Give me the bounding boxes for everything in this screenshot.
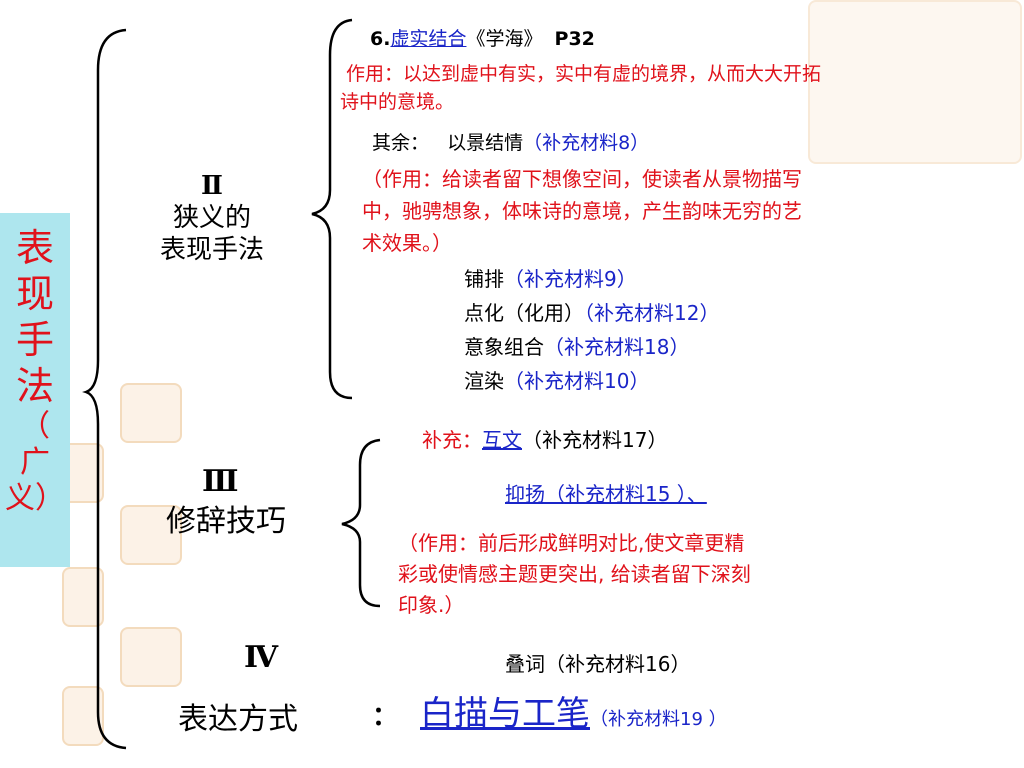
effect3-text: （作用：前后形成鲜明对比,使文章更精 彩或使情感主题更突出, 给读者留下深刻 印… bbox=[398, 528, 751, 621]
title-char: 表 bbox=[15, 226, 54, 270]
yiyang-link[interactable]: 抑扬（补充材料15 ）、 bbox=[505, 482, 707, 506]
effect1-line2: 诗中的意境。 bbox=[340, 91, 455, 113]
section2-line1: 狭义的 bbox=[172, 203, 251, 233]
effect3-line1: （作用：前后形成鲜明对比,使文章更精 bbox=[398, 531, 745, 555]
others-line: 其余： 以景结情（补充材料8） bbox=[372, 128, 649, 155]
xushi-link[interactable]: 虚实结合 bbox=[390, 28, 467, 50]
section2-numeral: Ⅱ bbox=[201, 171, 223, 201]
item6-number: 6. bbox=[370, 28, 391, 50]
list-item: 意象组合（补充材料18） bbox=[464, 335, 690, 359]
section3-title: 修辞技巧 bbox=[166, 504, 286, 539]
list-item: 铺排（补充材料9） bbox=[464, 267, 637, 291]
section4-title: 表达方式 bbox=[178, 702, 298, 737]
title-char: 广 bbox=[20, 445, 50, 480]
effect2-line2: 中，驰骋想象，体味诗的意境，产生韵味无穷的艺 bbox=[362, 199, 802, 223]
supplement-line: 补充：互文（补充材料17） bbox=[422, 424, 667, 453]
effect2-text: （作用：给读者留下想像空间，使读者从景物描写 中，驰骋想象，体味诗的意境，产生韵… bbox=[362, 163, 802, 259]
title-char: 现 bbox=[15, 272, 54, 316]
effect2-line3: 术效果。） bbox=[362, 231, 452, 255]
list-item: 点化（化用）（补充材料12） bbox=[464, 301, 720, 325]
baimiao-ref: （补充材料19 ） bbox=[590, 709, 727, 730]
section2-line2: 表现手法 bbox=[159, 235, 264, 265]
supplement-prefix: 补充： bbox=[422, 428, 482, 452]
technique-list: 铺排（补充材料9） 点化（化用）（补充材料12） 意象组合（补充材料18） 渲染… bbox=[464, 262, 719, 398]
item6-book: 《学海》 bbox=[466, 28, 543, 50]
list-item: 渲染（补充材料10） bbox=[464, 369, 650, 393]
others-ref: （补充材料8） bbox=[523, 132, 650, 154]
title-char: 手 bbox=[15, 318, 54, 362]
effect3-line2: 彩或使情感主题更突出, 给读者留下深刻 bbox=[398, 562, 751, 586]
section3-numeral: Ⅲ bbox=[202, 464, 239, 499]
watermark-seal-large bbox=[808, 0, 1022, 164]
effect2-line1: （作用：给读者留下想像空间，使读者从景物描写 bbox=[362, 167, 802, 191]
left-title-panel: 表 现 手 法 （ 广 义） bbox=[0, 213, 70, 567]
section3-label: Ⅲ 修辞技巧 bbox=[160, 462, 330, 542]
effect1-line1: 作用：以达到虚中有实，实中有虚的境界，从而大大开拓 bbox=[346, 63, 822, 85]
watermark-seal bbox=[120, 383, 182, 443]
title-char: 法 bbox=[15, 364, 54, 408]
section4-colon: ： bbox=[372, 702, 399, 732]
brace-section2 bbox=[311, 18, 353, 400]
huwen-link[interactable]: 互文 bbox=[482, 428, 522, 452]
dieci-line: 叠词（补充材料16） bbox=[505, 652, 691, 676]
title-char: 义） bbox=[5, 481, 65, 516]
baimiao-link[interactable]: 白描与工笔 bbox=[420, 694, 590, 734]
others-label: 以景结情 bbox=[447, 132, 524, 154]
brace-section3 bbox=[341, 438, 381, 608]
supplement-ref: （补充材料17） bbox=[522, 428, 668, 452]
item6-page: P32 bbox=[554, 28, 595, 50]
watermark-seal bbox=[120, 505, 182, 565]
section2-label: Ⅱ 狭义的 表现手法 bbox=[140, 170, 284, 266]
baimiao-line: 白描与工笔（补充材料19 ） bbox=[420, 686, 727, 735]
title-char: （ bbox=[20, 409, 50, 444]
section4-numeral: Ⅳ bbox=[244, 640, 279, 675]
others-prefix: 其余： bbox=[372, 132, 430, 154]
big-brace bbox=[82, 28, 127, 750]
item6-line: 6.虚实结合《学海》 P32 bbox=[370, 24, 595, 51]
watermark-seal bbox=[120, 627, 182, 687]
effect1-text: 作用：以达到虚中有实，实中有虚的境界，从而大大开拓 诗中的意境。 bbox=[340, 60, 821, 116]
effect3-line3: 印象.） bbox=[398, 593, 465, 617]
